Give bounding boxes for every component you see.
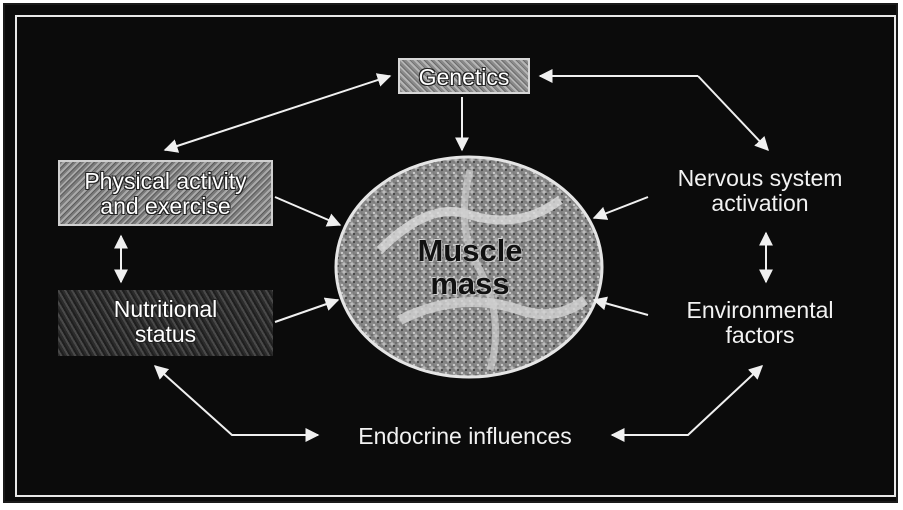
nervous-system-node: Nervous system activation <box>640 166 880 216</box>
physical-activity-node: Physical activity and exercise <box>58 160 273 226</box>
arrow-nutrition-to-muscle <box>275 300 338 322</box>
arrow-nutrition-endocrine <box>155 366 318 435</box>
arrow-genetics-physical <box>165 76 390 150</box>
nutritional-status-node: Nutritional status <box>58 290 273 356</box>
muscle-mass-label: Muscle mass <box>370 234 570 300</box>
arrow-genetics-nervous-b <box>698 76 768 150</box>
genetics-node: Genetics <box>398 58 530 94</box>
environmental-factors-node: Environmental factors <box>640 298 880 348</box>
arrow-physical-to-muscle <box>275 197 340 225</box>
arrow-environmental-endocrine <box>612 366 762 435</box>
endocrine-influences-node: Endocrine influences <box>325 424 605 449</box>
